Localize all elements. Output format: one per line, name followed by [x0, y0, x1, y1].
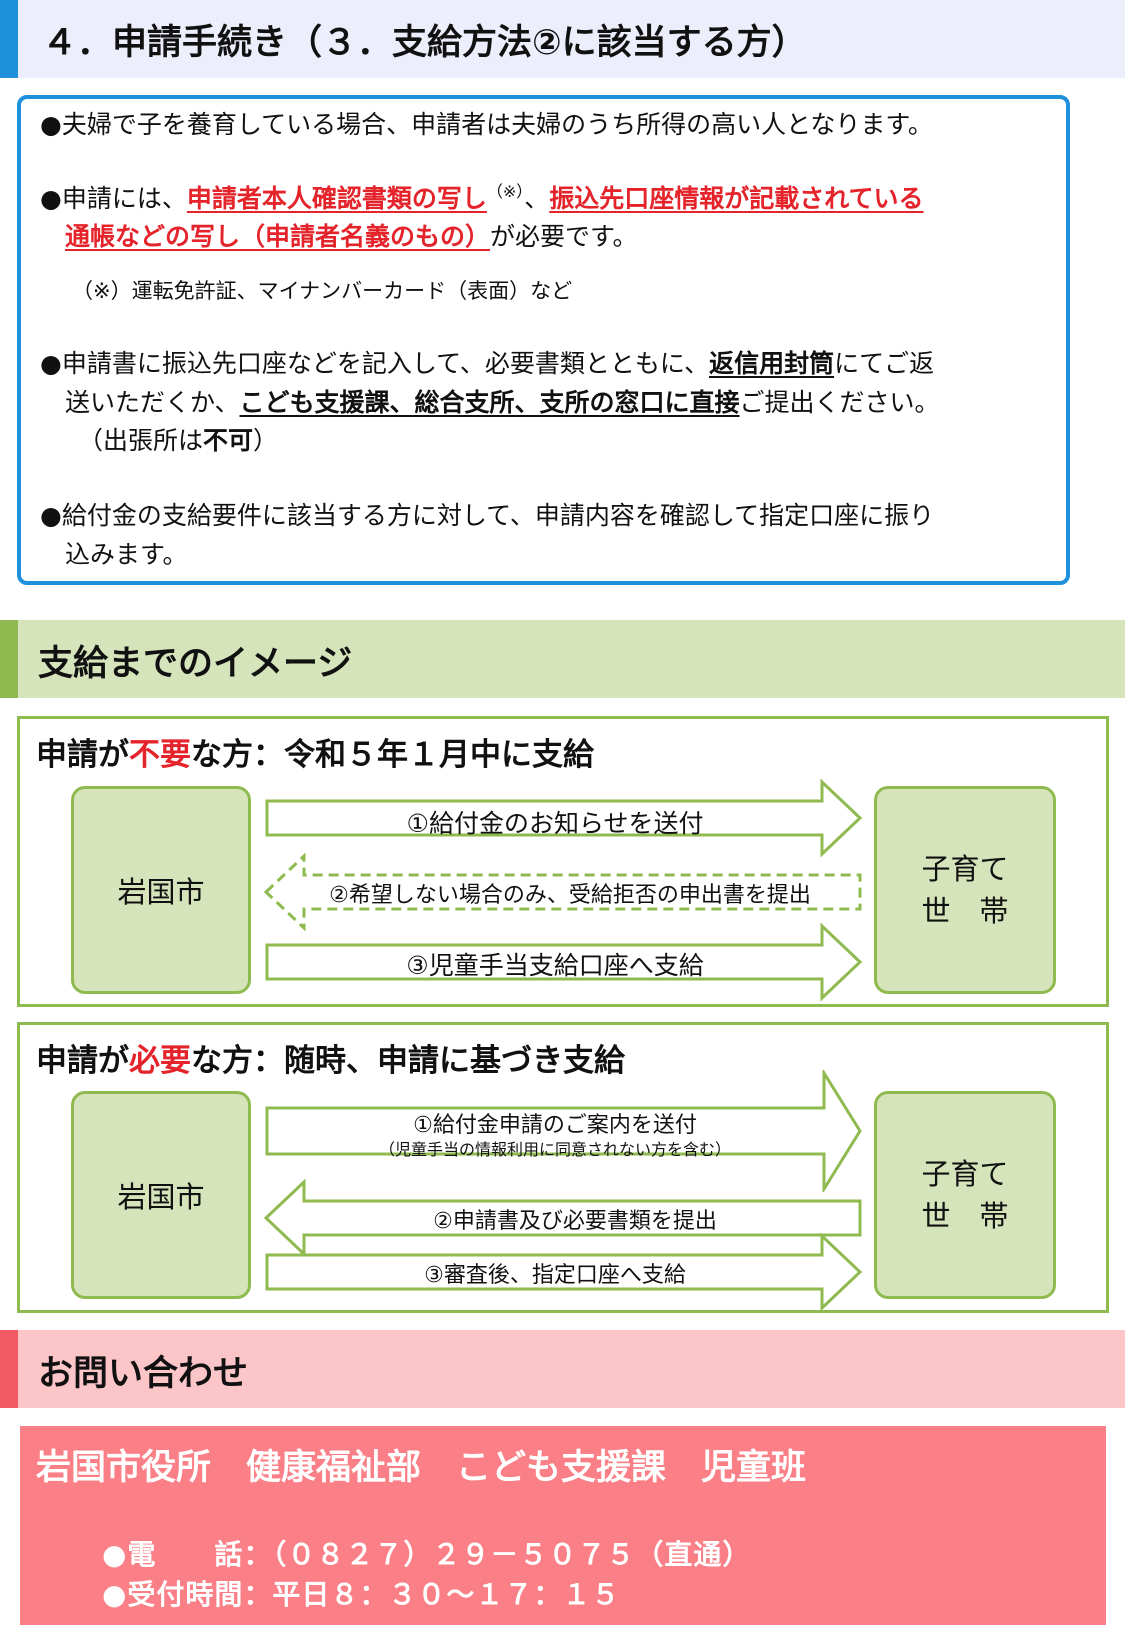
- flow2-step2-label: ②申請書及び必要書類を提出: [433, 1209, 717, 1234]
- contact-info-box: [20, 1426, 1106, 1625]
- paragraph-submission-line3: （出張所は不可）: [78, 426, 279, 455]
- section-header-payment-image: 支給までのイメージ: [0, 620, 1125, 698]
- paragraph-applicant: ●夫婦で子を養育している場合、申請者は夫婦のうち所得の高い人となります。: [40, 110, 933, 139]
- flow1-step2-label: ②希望しない場合のみ、受給拒否の申出書を提出: [329, 883, 811, 908]
- flow-application-required-box: [17, 1022, 1109, 1313]
- arrow-right-step3: [265, 1232, 863, 1312]
- section-title-payment-image: 支給までのイメージ: [38, 644, 353, 684]
- flow1-step3-label: ③児童手当支給口座へ支給: [406, 951, 704, 980]
- child-household-box: 子育て 世 帯: [874, 786, 1056, 994]
- header-accent-bar: [0, 620, 18, 698]
- counter-submission-text: こども支援課、総合支所、支所の窓口に直接: [239, 388, 740, 417]
- arrow-right-step1-large: [265, 1070, 862, 1192]
- contact-phone: ●電 話：（０８２７）２９－５０７５（直通）: [102, 1538, 752, 1571]
- paragraph-payment: ●給付金の支給要件に該当する方に対して、申請内容を確認して指定口座に振り: [40, 501, 935, 530]
- child-household-box: 子育て 世 帯: [874, 1091, 1056, 1299]
- paragraph-required-docs: ●申請には、申請者本人確認書類の写し（※）、振込先口座情報が記載されている: [40, 182, 924, 213]
- paragraph-required-docs-line2: 通帳などの写し（申請者名義のもの）が必要です。: [65, 222, 638, 251]
- paragraph-submission-line2: 送いただくか、こども支援課、総合支所、支所の窓口に直接ご提出ください。: [65, 388, 940, 417]
- paragraph-payment-line2: 込みます。: [65, 540, 188, 569]
- id-copy-text: 申請者本人確認書類の写し: [186, 184, 487, 213]
- bank-info-text: 振込先口座情報が記載されている: [549, 184, 924, 213]
- application-procedure-box: [17, 95, 1070, 585]
- arrow-left-step2-dashed: [263, 852, 862, 932]
- iwakuni-city-box: 岩国市: [71, 1091, 251, 1299]
- iwakuni-city-box: 岩国市: [71, 786, 251, 994]
- flow2-step1-label: ①給付金申請のご案内を送付: [413, 1113, 697, 1138]
- arrow-right-step1: [265, 778, 863, 858]
- return-envelope-text: 返信用封筒: [709, 349, 835, 378]
- section-title-contact: お問い合わせ: [38, 1354, 249, 1394]
- flow2-step1-sublabel: （児童手当の情報利用に同意されない方を含む）: [378, 1140, 731, 1159]
- header-accent-bar: [0, 1330, 18, 1408]
- arrow-right-step3: [265, 922, 863, 1002]
- arrow-left-step2: [263, 1178, 862, 1258]
- header-accent-bar: [0, 0, 18, 78]
- paragraph-submission: ●申請書に振込先口座などを記入して、必要書類とともに、返信用封筒にてご返: [40, 349, 935, 378]
- section-header-application: ４．申請手続き（３．支給方法②に該当する方）: [0, 0, 1125, 78]
- flow-no-application-title: 申請が不要な方：令和５年１月中に支給: [36, 737, 594, 773]
- flow-application-required-title: 申請が必要な方：随時、申請に基づき支給: [36, 1043, 625, 1079]
- flow2-step3-label: ③審査後、指定口座へ支給: [424, 1263, 686, 1288]
- flow1-step1-label: ①給付金のお知らせを送付: [406, 809, 704, 838]
- flow-no-application-box: [17, 716, 1109, 1007]
- contact-hours: ●受付時間：平日８：３０～１７：１５: [102, 1578, 621, 1611]
- note-id-examples: （※）運転免許証、マイナンバーカード（表面）など: [72, 279, 573, 303]
- section-header-contact: お問い合わせ: [0, 1330, 1125, 1408]
- contact-department: 岩国市役所 健康福祉部 こども支援課 児童班: [36, 1448, 807, 1488]
- section-title-application: ４．申請手続き（３．支給方法②に該当する方）: [42, 23, 807, 63]
